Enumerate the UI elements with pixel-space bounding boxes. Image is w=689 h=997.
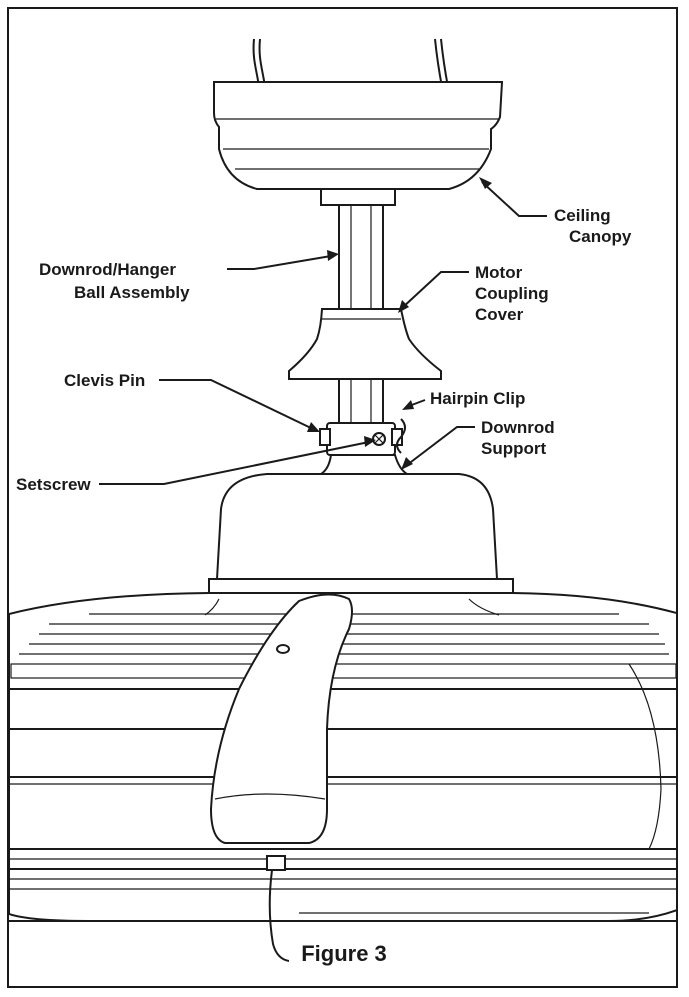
setscrew-label: Setscrew	[16, 475, 91, 494]
motor-coupling-cover-shape	[288, 308, 442, 380]
label-setscrew: Setscrew	[16, 436, 376, 494]
clevis-pin-label: Clevis Pin	[64, 371, 145, 390]
label-ceiling-canopy: Ceiling Canopy	[479, 177, 632, 246]
supply-wire-left-2	[258, 38, 266, 88]
downrod-support-shape	[317, 418, 411, 475]
label-downrod-support: Downrod Support	[401, 418, 555, 470]
figure-frame: Ceiling Canopy Downrod/Hanger Ball Assem…	[7, 7, 678, 988]
ceiling-canopy-label-line2: Canopy	[569, 227, 632, 246]
ceiling-canopy-label-line1: Ceiling	[554, 206, 611, 225]
ceiling-canopy-shape	[213, 81, 504, 206]
label-hairpin-clip: Hairpin Clip	[402, 389, 525, 410]
downrod-support-label-line1: Downrod	[481, 418, 555, 437]
motor-coupling-label-line3: Cover	[475, 305, 524, 324]
pull-chain-shape	[266, 855, 290, 962]
downrod-hanger-label-line1: Downrod/Hanger	[39, 260, 176, 279]
fan-blade-shape	[209, 593, 353, 844]
label-downrod-hanger: Downrod/Hanger Ball Assembly	[39, 250, 339, 302]
supply-wire-right-2	[440, 38, 449, 88]
motor-coupling-label-line1: Motor	[475, 263, 523, 282]
supply-wire-left	[252, 38, 260, 88]
downrod-support-label-line2: Support	[481, 439, 546, 458]
hairpin-clip-label: Hairpin Clip	[430, 389, 525, 408]
label-clevis-pin: Clevis Pin	[64, 371, 320, 432]
motor-coupling-label-line2: Coupling	[475, 284, 549, 303]
label-motor-coupling-cover: Motor Coupling Cover	[398, 263, 549, 324]
downrod-hanger-label-line2: Ball Assembly	[74, 283, 190, 302]
motor-housing-shape	[208, 473, 514, 594]
fan-diagram: Ceiling Canopy Downrod/Hanger Ball Assem…	[9, 38, 676, 966]
figure-caption: Figure 3	[301, 941, 387, 966]
